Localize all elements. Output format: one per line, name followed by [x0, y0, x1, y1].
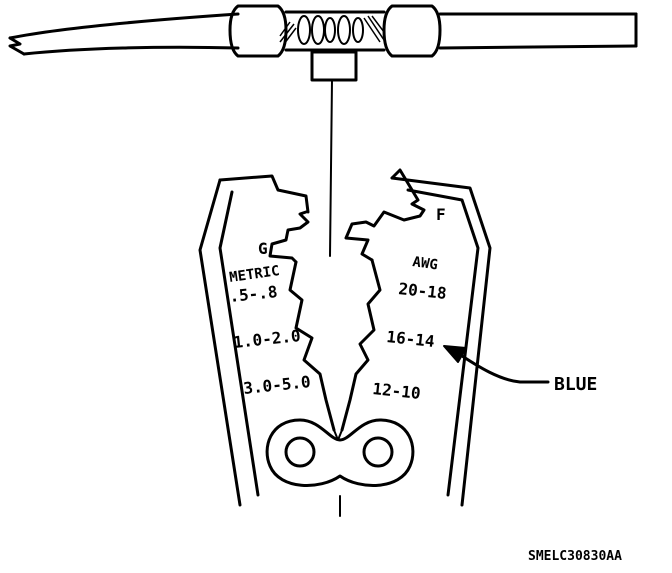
tool-outer-left	[198, 178, 242, 507]
die-g-label: G	[258, 239, 268, 258]
wire-splice-assembly	[8, 4, 638, 257]
die-f-notch	[344, 168, 426, 262]
jaw-inner-left	[218, 190, 260, 497]
metric-heading: METRIC	[228, 263, 280, 286]
callout-label: BLUE	[554, 374, 597, 395]
blue-callout: BLUE	[443, 345, 597, 395]
left-hatch	[279, 21, 297, 45]
crimp-tool-body	[198, 168, 492, 517]
pivot-hole-left	[284, 436, 316, 468]
metric-size-3: 3.0-5.0	[242, 372, 311, 398]
tool-outer-right	[390, 176, 492, 507]
cavity-right	[340, 258, 382, 432]
callout-arrowhead	[443, 345, 467, 363]
callout-arrow-line	[454, 350, 550, 384]
left-cable-bottom	[22, 45, 240, 56]
jaw-inner-right	[406, 188, 480, 497]
metric-size-2: 1.0-2.0	[232, 326, 301, 352]
cavity-left	[288, 260, 336, 432]
die-g-notch	[268, 210, 310, 264]
figure-id: SMELC30830AA	[528, 549, 622, 564]
die-locator-block	[310, 50, 358, 82]
awg-heading: AWG	[411, 254, 438, 273]
locator-leader	[329, 79, 333, 257]
left-sleeve	[228, 4, 288, 58]
metric-size-1: .5-.8	[228, 282, 278, 306]
pivot-plate	[265, 418, 415, 487]
pivot-hole-right	[362, 436, 394, 468]
awg-size-3: 12-10	[372, 379, 422, 403]
left-cable-end	[8, 36, 26, 56]
awg-size-1: 20-18	[398, 279, 448, 303]
right-sleeve	[382, 4, 442, 58]
awg-size-2: 16-14	[386, 327, 436, 351]
right-cable-bottom	[438, 44, 638, 50]
barrel-body	[284, 10, 386, 52]
die-f-label: F	[436, 205, 446, 224]
tool-top-left	[218, 174, 310, 214]
barrel-rings	[297, 15, 385, 45]
left-cable-top	[8, 12, 240, 40]
